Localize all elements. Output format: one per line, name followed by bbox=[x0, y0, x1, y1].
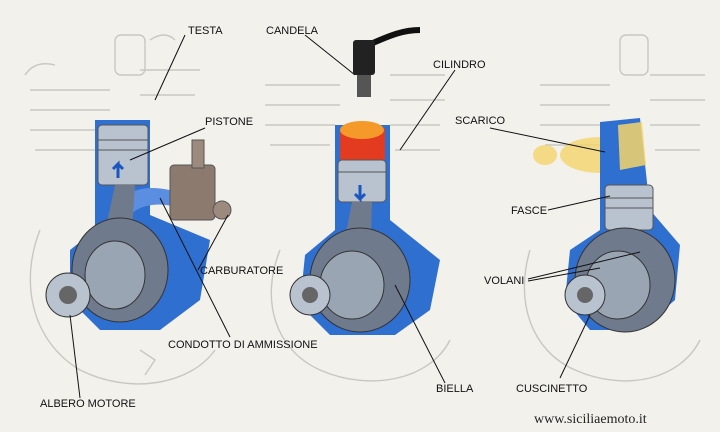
leader-pistone bbox=[129, 127, 206, 161]
crankcase-outline-2 bbox=[270, 249, 451, 382]
leader-fasce bbox=[547, 195, 611, 211]
leader-cuscinetto bbox=[559, 314, 591, 379]
leader-volani-1 bbox=[527, 251, 641, 280]
combustion-glow bbox=[340, 121, 384, 139]
label-albero: ALBERO MOTORE bbox=[40, 398, 136, 410]
carburetor-float bbox=[212, 200, 232, 220]
label-carburatore: CARBURATORE bbox=[200, 265, 283, 277]
piston-down-arrow bbox=[353, 185, 367, 203]
bearing-hub bbox=[577, 287, 593, 303]
label-volani: VOLANI bbox=[484, 275, 524, 287]
leader-candela bbox=[304, 34, 356, 76]
label-pistone: PISTONE bbox=[205, 116, 253, 128]
exhaust-port-gas bbox=[618, 122, 646, 170]
label-condotto: CONDOTTO DI AMMISSIONE bbox=[168, 339, 318, 351]
piston-up-arrow bbox=[111, 160, 125, 178]
head-sketch bbox=[114, 34, 146, 76]
spark-plug bbox=[357, 75, 371, 97]
leader-volani-2 bbox=[527, 267, 601, 282]
plug-sketch bbox=[149, 34, 176, 41]
label-biella: BIELLA bbox=[436, 383, 474, 395]
label-scarico: SCARICO bbox=[455, 115, 506, 127]
crankshaft-hub bbox=[59, 286, 77, 304]
leader-cilindro bbox=[399, 69, 456, 151]
cooling-fins-sketch-2 bbox=[265, 74, 445, 151]
flywheel-inner bbox=[84, 240, 146, 310]
leader-biella bbox=[394, 284, 446, 384]
spark-plug-cable bbox=[366, 27, 421, 48]
leader-albero bbox=[69, 314, 81, 399]
flywheel-inner-2 bbox=[319, 250, 385, 320]
label-cilindro: CILINDRO bbox=[433, 59, 486, 71]
intake-duct bbox=[120, 188, 185, 215]
label-testa: TESTA bbox=[188, 25, 223, 37]
label-fasce: FASCE bbox=[511, 205, 547, 217]
engine-middle bbox=[265, 27, 451, 382]
leader-condotto bbox=[159, 197, 231, 338]
label-cuscinetto: CUSCINETTO bbox=[516, 383, 588, 395]
leader-lines bbox=[69, 34, 641, 399]
crankshaft-hub-2 bbox=[302, 287, 318, 303]
exhaust-gas-puff bbox=[533, 145, 557, 165]
bolt-sketch bbox=[139, 349, 156, 376]
carburetor-top bbox=[191, 139, 205, 169]
carburetor-body bbox=[169, 164, 216, 221]
crankcase-outline-3 bbox=[523, 249, 701, 382]
engine-right bbox=[523, 34, 705, 382]
watermark: www.siciliaemoto.it bbox=[534, 412, 647, 427]
leader-testa bbox=[154, 34, 186, 101]
cooling-fins-sketch bbox=[24, 63, 200, 151]
leader-scarico bbox=[489, 127, 606, 153]
engine-left bbox=[24, 34, 232, 385]
head-sketch-3 bbox=[619, 34, 649, 76]
label-candela: CANDELA bbox=[266, 25, 319, 37]
leader-carburatore bbox=[197, 214, 229, 271]
spark-plug-cap bbox=[353, 40, 375, 75]
crankcase-outline bbox=[29, 229, 216, 385]
labels: TESTA CANDELA CILINDRO PISTONE SCARICO F… bbox=[40, 25, 647, 427]
